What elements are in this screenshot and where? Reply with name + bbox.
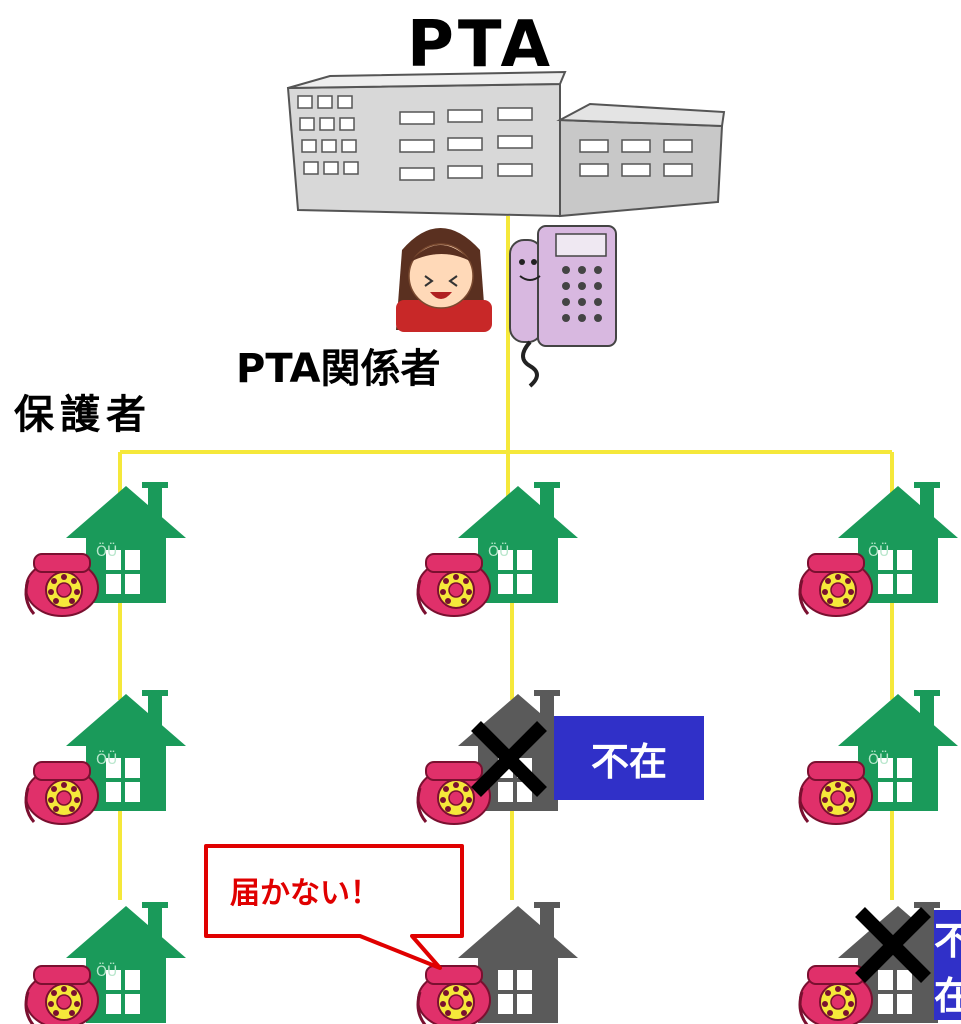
pta-person-label: PTA関係者 <box>236 346 441 392</box>
school-building-icon <box>286 70 726 218</box>
house-icon <box>24 902 186 1024</box>
office-phone-icon <box>509 225 617 388</box>
parents-label: 保護者 <box>14 392 152 438</box>
house-icon <box>798 482 958 618</box>
house-icon <box>24 690 186 826</box>
pta-person-icon <box>396 228 492 332</box>
house-icon <box>798 690 958 826</box>
absent-badge: 不在 <box>934 910 961 1020</box>
page-title: PTA <box>406 8 555 82</box>
connection-lines <box>118 216 894 900</box>
callout-bubble <box>204 844 464 970</box>
absent-badge: 不在 <box>554 716 704 800</box>
house-icon <box>24 482 186 618</box>
house-icon <box>416 482 578 618</box>
callout-text: 届かない！ <box>230 876 380 911</box>
